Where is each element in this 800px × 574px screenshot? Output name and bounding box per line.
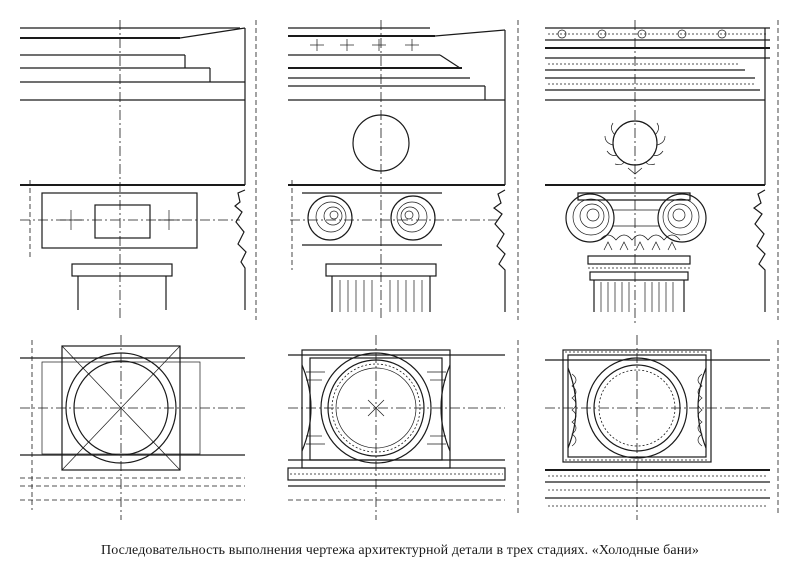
elevation-stage-1	[20, 20, 257, 320]
plan-stage-2	[287, 335, 519, 520]
elevation-stage-3	[545, 20, 779, 325]
figure-caption: Последовательность выполнения чертежа ар…	[101, 543, 699, 558]
plan-stage-1	[20, 335, 245, 520]
plan-stage-3	[545, 335, 779, 520]
elevation-stage-2	[288, 20, 519, 320]
drawing-plate	[20, 20, 779, 520]
